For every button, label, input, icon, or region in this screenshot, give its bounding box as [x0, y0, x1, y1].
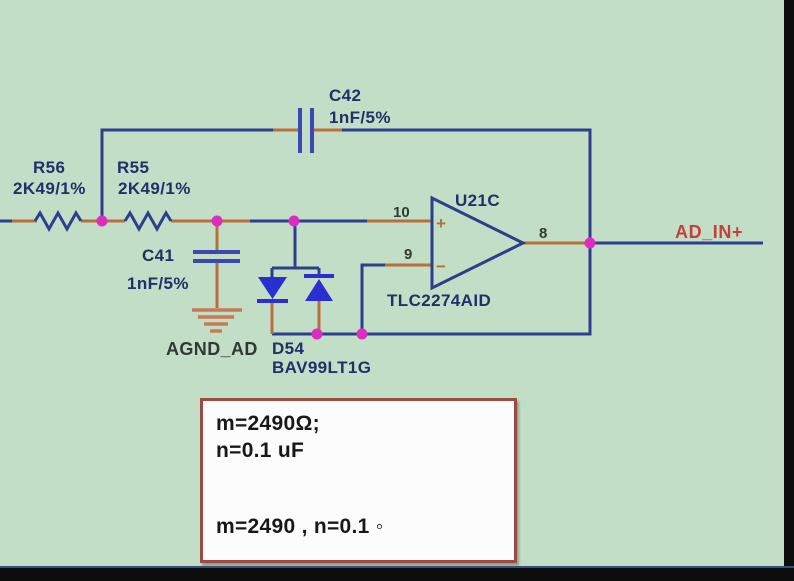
resistor-r55-ref: R55: [117, 158, 149, 177]
c41-plate-bottom: [193, 259, 240, 263]
junction-dot: [96, 215, 108, 227]
junction-dot: [311, 328, 323, 340]
opamp-u21c-value: TLC2274AID: [387, 291, 491, 310]
wire-feedback-top-left: [100, 128, 273, 221]
resistor-r55-value: 2K49/1%: [118, 179, 191, 198]
junction-dot: [211, 215, 223, 227]
opamp-minus-sign: −: [436, 257, 446, 276]
opamp-u21c-ref: U21C: [455, 191, 500, 210]
annotation-line-2: n=0.1 uF: [216, 439, 305, 462]
capacitor-c42-value: 1nF/5%: [329, 108, 391, 127]
diode-right-cathode-bar: [304, 274, 334, 278]
pin-number-10: 10: [393, 204, 410, 221]
annotation-box: m=2490Ω; n=0.1 uF m=2490 , n=0.1 ◦: [200, 398, 517, 563]
resistor-r56-value: 2K49/1%: [13, 179, 86, 198]
junction-dot: [288, 215, 300, 227]
annotation-line-3: m=2490 , n=0.1 ◦: [216, 515, 384, 538]
resistor-r56-ref: R56: [33, 158, 65, 177]
screenshot-right-edge: [784, 0, 794, 581]
annotation-line-1: m=2490Ω;: [216, 412, 320, 435]
diode-d54-value: BAV99LT1G: [272, 358, 371, 377]
c42-plate-right: [310, 108, 314, 153]
capacitor-c42-symbol: [298, 108, 314, 153]
screenshot-bottom-edge: [0, 566, 794, 581]
pin-number-8: 8: [539, 225, 547, 242]
diode-left-triangle: [258, 277, 287, 299]
junction-dot: [584, 237, 596, 249]
wire-feedback-right-bottom: [272, 128, 592, 336]
pin-number-9: 9: [404, 246, 412, 263]
capacitor-c41-value: 1nF/5%: [127, 274, 189, 293]
ground-symbol: [192, 308, 242, 333]
c42-plate-left: [298, 108, 302, 153]
net-label-agnd-ad: AGND_AD: [166, 339, 258, 359]
junction-dots: [96, 215, 596, 340]
resistor-r55-symbol: [123, 209, 173, 233]
capacitor-c41-symbol: [193, 250, 240, 263]
resistor-r56-symbol: [33, 209, 83, 233]
opamp-plus-sign: +: [436, 214, 446, 233]
diode-right-triangle: [305, 279, 333, 301]
wire-set-blue: [0, 128, 763, 336]
capacitor-c41-ref: C41: [142, 246, 174, 265]
wire-inverting-branch: [360, 263, 385, 334]
pin-lead-set: [12, 128, 590, 334]
capacitor-c42-ref: C42: [329, 86, 361, 105]
diode-left-cathode-bar: [257, 299, 288, 303]
net-label-ad-in-plus: AD_IN+: [675, 222, 743, 242]
diode-d54-ref: D54: [272, 339, 305, 358]
opamp-u21c-symbol: [430, 195, 527, 291]
diode-d54-symbol: [257, 274, 334, 303]
c41-plate-top: [193, 250, 240, 254]
junction-dot: [356, 328, 368, 340]
